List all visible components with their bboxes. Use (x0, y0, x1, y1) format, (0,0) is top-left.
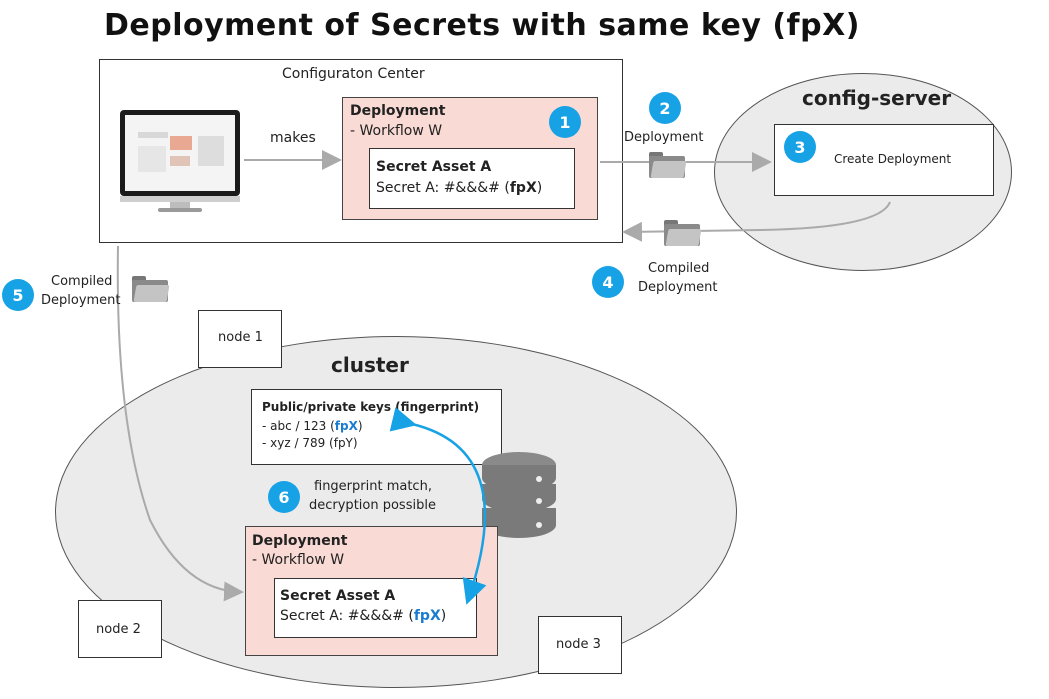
folder-icon-compiled-cluster (132, 276, 170, 302)
node-3-box (538, 616, 622, 674)
node-1-label: node 1 (218, 330, 263, 345)
workflow-label-top: - Workflow W (350, 123, 443, 139)
arrow-fingerprint-match (389, 407, 487, 605)
compiled5-label-line-1: Compiled (51, 274, 113, 289)
database-icon (482, 452, 556, 548)
keys-row-1-fp: fpX (334, 419, 358, 433)
node-2-box (78, 600, 162, 658)
secret-asset-heading-bottom: Secret Asset A (280, 588, 396, 604)
secret-asset-box-top (369, 148, 575, 209)
deployment-heading-top: Deployment (350, 103, 446, 119)
secret-fp-top: fpX (509, 180, 537, 196)
arrow-compiled-cluster (116, 245, 244, 602)
makes-label: makes (270, 130, 316, 146)
arrow-compiled-back (622, 201, 891, 242)
step-badge-5: 5 (2, 279, 34, 311)
configuration-center-label: Configuraton Center (282, 66, 425, 82)
keys-row-1-suffix: ) (357, 419, 363, 433)
keys-row-1-prefix: - abc / 123 ( (262, 419, 335, 433)
node-1-box (198, 310, 282, 368)
step-badge-3: 3 (784, 131, 816, 163)
compiled-label-line-1: Compiled (648, 261, 710, 276)
keys-row-1: - abc / 123 (fpX) (262, 419, 363, 433)
compiled-label-line-2: Deployment (638, 280, 718, 295)
diagram-title: Deployment of Secrets with same key (fpX… (104, 8, 860, 43)
secret-value-prefix-bottom: Secret A: #&&&# ( (280, 608, 414, 624)
secret-value-top: Secret A: #&&&# (fpX) (376, 180, 542, 196)
secret-fp-bottom: fpX (413, 608, 441, 624)
node-3-label: node 3 (556, 637, 601, 652)
deployment-heading-bottom: Deployment (252, 533, 348, 549)
config-server-label: config-server (802, 86, 952, 110)
create-deployment-label: Create Deployment (834, 152, 952, 166)
keys-row-2: - xyz / 789 (fpY) (262, 436, 358, 450)
folder-icon-compiled (664, 220, 702, 246)
workflow-label-bottom: - Workflow W (252, 552, 345, 568)
secret-value-prefix-top: Secret A: #&&&# ( (376, 180, 510, 196)
step-badge-4: 4 (592, 266, 624, 298)
monitor-icon (120, 110, 242, 216)
step-badge-6: 6 (268, 481, 300, 513)
secret-value-suffix-bottom: ) (440, 608, 447, 624)
node-2-label: node 2 (96, 622, 141, 637)
secret-asset-heading-top: Secret Asset A (376, 159, 492, 175)
cluster-label: cluster (331, 353, 409, 377)
deployment-arrow-label: Deployment (624, 130, 704, 145)
step-badge-1: 1 (549, 106, 581, 138)
folder-icon-deployment (649, 152, 687, 178)
compiled5-label-line-2: Deployment (41, 293, 121, 308)
step-badge-2: 2 (649, 92, 681, 124)
secret-value-suffix-top: ) (536, 180, 543, 196)
secret-value-bottom: Secret A: #&&&# (fpX) (280, 608, 446, 624)
